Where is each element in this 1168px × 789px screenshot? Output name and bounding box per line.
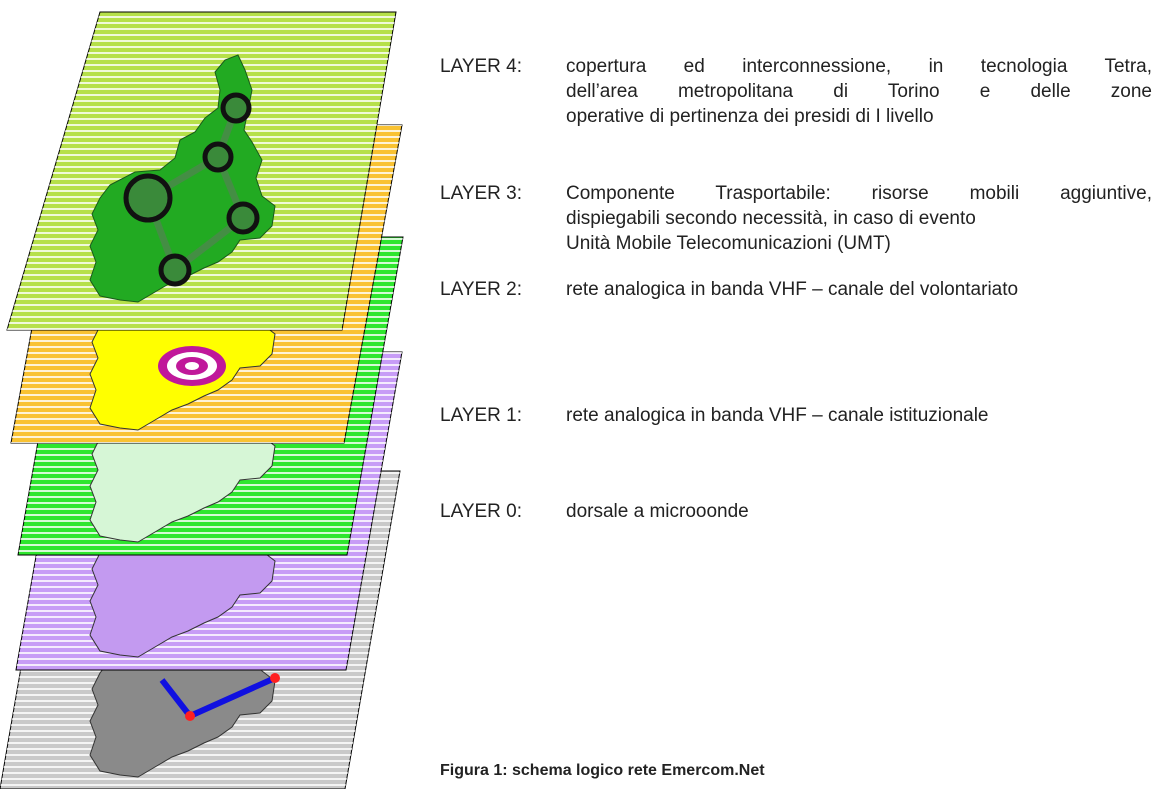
legend-description: Componente Trasportabile: risorse mobili… xyxy=(566,181,1152,256)
mobile-unit-target-icon xyxy=(158,346,226,386)
legend-line: copertura ed interconnessione, in tecnol… xyxy=(566,56,1152,77)
legend-line: Componente Trasportabile: risorse mobili… xyxy=(566,183,1152,204)
legend-label: LAYER 2: xyxy=(440,279,523,300)
legend-label: LAYER 3: xyxy=(440,183,523,204)
layer-stack-diagram xyxy=(0,11,404,789)
layer-4-plane xyxy=(6,11,397,331)
legend-description: dorsale a microoonde xyxy=(566,499,1152,524)
legend-label: LAYER 0: xyxy=(440,501,523,522)
legend-line: rete analogica in banda VHF – canale del… xyxy=(566,279,1019,300)
legend-line: dorsale a microoonde xyxy=(566,501,749,522)
legend-label: LAYER 4: xyxy=(440,56,523,77)
legend-line: dispiegabili secondo necessità, in caso … xyxy=(566,208,976,229)
legend-line: rete analogica in banda VHF – canale ist… xyxy=(566,405,989,426)
figure-caption: Figura 1: schema logico rete Emercom.Net xyxy=(440,762,765,779)
legend-description: copertura ed interconnessione, in tecnol… xyxy=(566,54,1152,129)
legend-line: Unità Mobile Telecomunicazioni (UMT) xyxy=(566,233,891,254)
legend-line: operative di pertinenza dei presidi di I… xyxy=(566,106,934,127)
microwave-backbone-link xyxy=(159,673,280,721)
tetra-site-nodes xyxy=(123,92,260,287)
legend-description: rete analogica in banda VHF – canale ist… xyxy=(566,403,1152,428)
legend-description: rete analogica in banda VHF – canale del… xyxy=(566,277,1152,302)
legend-line: dell’area metropolitana di Torino e dell… xyxy=(566,81,1152,102)
legend-label: LAYER 1: xyxy=(440,405,523,426)
